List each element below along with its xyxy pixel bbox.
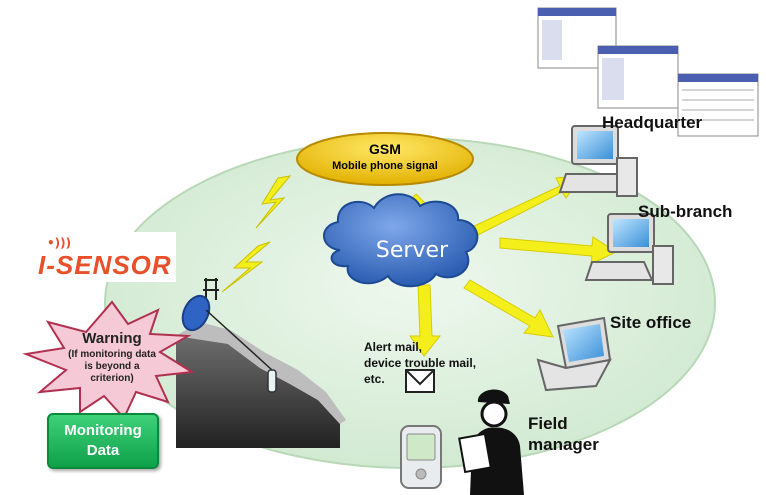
gsm-ellipse [296,132,474,186]
mail-label-line2: device trouble mail, [364,356,477,370]
sensor-wire [205,309,273,371]
arrow-to-site-office [463,279,554,338]
headquarter-screens-icon [537,7,759,137]
field-manager-line2: manager [528,435,599,454]
sub-branch-computer-icon [584,213,674,285]
mobile-phone-icon [400,425,442,489]
lightning-bolt-2 [221,241,271,293]
sensor-logo-waves: •))) [47,236,72,250]
monitoring-data-button[interactable]: Monitoring Data [47,413,159,469]
field-manager-label: Field manager [528,413,599,455]
monitoring-data-line1: Monitoring [64,422,142,439]
warning-note-line2: is beyond a [84,361,140,372]
server-cloud [323,193,479,288]
sensor-device-icon [181,294,211,332]
mail-label-line3: etc. [364,372,385,386]
warning-note-line1: (If monitoring data [68,349,156,360]
sensor-probe-icon [267,369,277,393]
antenna-icon [203,278,219,300]
field-manager-line1: Field [528,414,568,433]
headquarter-label: Headquarter [602,113,703,132]
monitoring-data-line2: Data [86,442,120,459]
mail-label-line1: Alert mail, [364,340,423,354]
gsm-title: GSM [369,141,401,157]
slope-ground [176,322,340,448]
arrow-to-mail [409,284,442,357]
warning-title: Warning [82,330,142,347]
lightning-bolt-1 [255,175,292,229]
server-label: Server [375,238,449,263]
site-office-label: Site office [610,313,692,332]
headquarter-computer-icon [558,125,638,197]
warning-note: (If monitoring data is beyond a criterio… [32,349,192,385]
slope-surface [176,322,346,424]
mail-label: Alert mail, device trouble mail, etc. [364,339,476,387]
sensor-logo-box [36,232,176,282]
gsm-subtitle: Mobile phone signal [332,160,438,172]
arrow-to-sub-branch [499,236,618,265]
site-office-laptop-icon [536,316,612,392]
warning-note-line3: criterion) [90,373,134,384]
sub-branch-label: Sub-branch [638,202,733,221]
mail-envelope-icon [405,369,435,393]
field-manager-icon [458,389,524,495]
sensor-logo-text: I-SENSOR [38,250,172,280]
